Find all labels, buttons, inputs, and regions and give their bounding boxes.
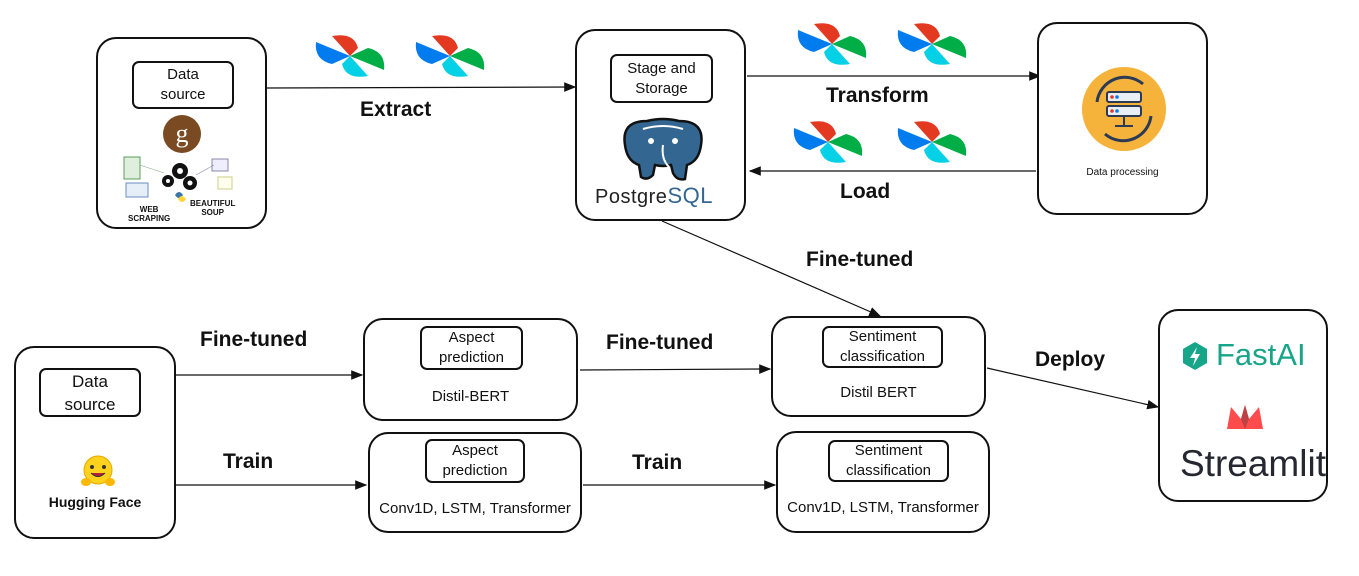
beautiful-soup-caption: BEAUTIFUL SOUP [190,199,236,217]
airflow-icon [793,121,863,163]
deploy-box: FastAI Streamlit [1158,309,1328,502]
data-processing-caption: Data processing [1086,167,1159,178]
label-train-mid: Train [632,451,683,474]
label-load: Load [840,180,891,203]
airflow-icon [897,23,967,65]
sentiment-bert-box: Sentiment classification Distil BERT [771,316,986,417]
airflow-icon [797,23,867,65]
aspect-conv-model: Conv1D, LSTM, Transformer [379,500,571,517]
goodreads-icon: g [163,115,201,153]
fastai-bolt-icon [1183,342,1207,370]
label-transform: Transform [826,84,929,107]
label-fine-tuned-hf: Fine-tuned [200,328,308,351]
label-fine-tuned-mid: Fine-tuned [606,331,714,354]
storage-label: Stage and Storage [610,54,713,103]
aspect-bert-box: Aspect prediction Distil-BERT [363,318,578,421]
label-extract: Extract [360,98,432,121]
scraping-gears-icon [123,156,233,202]
sentiment-conv-box: Sentiment classification Conv1D, LSTM, T… [776,431,990,533]
arrow-deploy [986,367,1160,410]
data-processing-icon [1082,67,1166,151]
label-deploy: Deploy [1035,348,1106,371]
aspect-bert-label: Aspect prediction [420,326,523,370]
sentiment-bert-label: Sentiment classification [822,326,943,368]
source-label: Data source [132,61,234,109]
storage-box: Stage and Storage PostgreSQL [575,29,746,221]
scraping-source-box: Data source g WEB SCRAPING BEAUTIFUL SOU… [96,37,267,229]
processing-box: Data processing [1037,22,1208,215]
fastai-wordmark: FastAI [1216,337,1306,372]
airflow-icon [897,121,967,163]
arrow-fine-tuned-mid [579,364,772,374]
svg-text:g: g [176,119,189,148]
hf-source-box: Data source Hugging Face [14,346,176,539]
arrow-extract [266,82,577,92]
postgresql-wordmark: PostgreSQL [595,183,713,208]
airflow-icon [415,35,485,77]
label-fine-tuned-db: Fine-tuned [806,248,914,271]
sentiment-bert-model: Distil BERT [840,384,917,401]
arrow-fine-tuned-db [661,220,882,317]
streamlit-wordmark: Streamlit [1180,443,1326,484]
airflow-icon [315,35,385,77]
label-train-hf: Train [223,450,274,473]
hugging-face-icon [81,455,115,486]
hf-source-label: Data source [39,368,141,417]
aspect-conv-box: Aspect prediction Conv1D, LSTM, Transfor… [368,432,582,533]
aspect-conv-label: Aspect prediction [425,439,525,483]
sentiment-conv-model: Conv1D, LSTM, Transformer [787,499,979,516]
streamlit-crown-icon [1227,405,1263,429]
aspect-bert-model: Distil-BERT [431,388,510,405]
web-scraping-caption: WEB SCRAPING [128,205,171,223]
hugging-face-wordmark: Hugging Face [48,494,142,510]
postgresql-elephant-icon [623,117,703,181]
sentiment-conv-label: Sentiment classification [828,440,949,482]
